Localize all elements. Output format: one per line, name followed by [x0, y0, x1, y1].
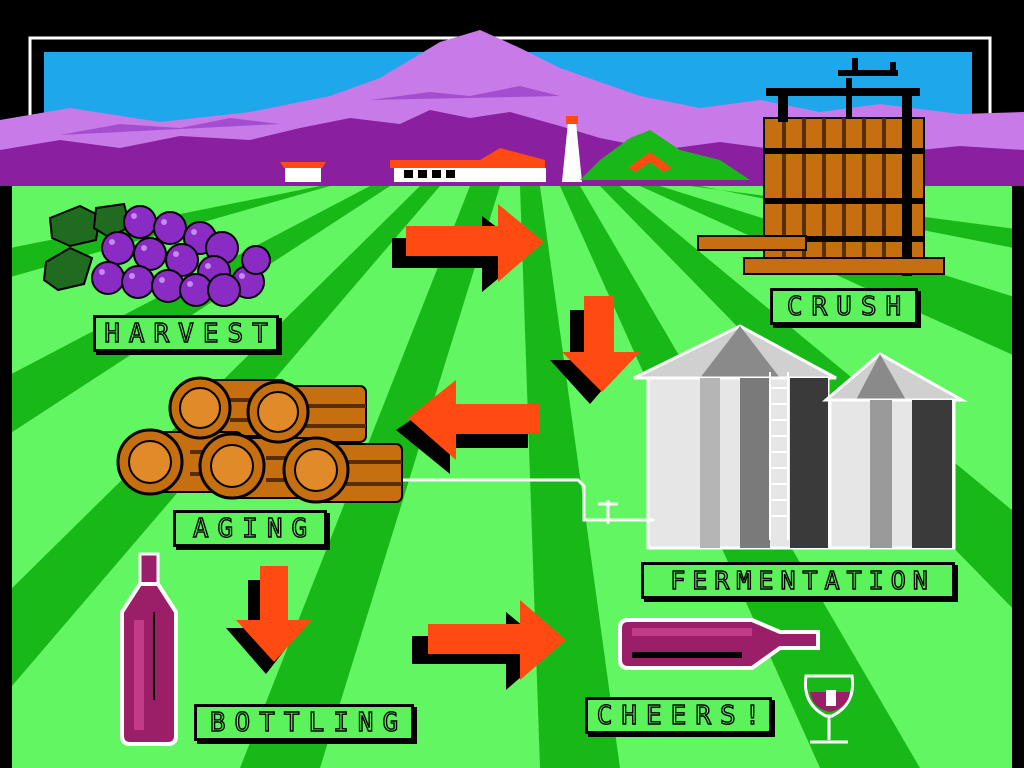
bottling-label: BOTTLING: [194, 704, 414, 741]
farm-buildings: [280, 116, 750, 182]
arrow-left-icon: [396, 380, 540, 474]
fermentation-label: FERMENTATION: [641, 562, 955, 599]
arrow-right-icon: [412, 600, 566, 690]
oak-barrels-icon: [116, 376, 403, 504]
right-border: [1012, 186, 1024, 768]
wine-glass-icon: [803, 674, 855, 744]
wine-bottle-icon: [120, 552, 178, 746]
harvest-label: HARVEST: [93, 315, 279, 352]
cheers-label: CHEERS!: [585, 697, 772, 734]
bottle-lying-icon: [618, 618, 820, 670]
arrow-down-icon: [226, 566, 312, 674]
crush-label: CRUSH: [770, 288, 918, 325]
grapes-icon: [42, 202, 271, 307]
arrow-right-icon: [392, 204, 544, 292]
pipe: [402, 478, 654, 524]
left-border: [0, 186, 12, 768]
fermentation-silos-icon: [633, 324, 968, 550]
aging-label: AGING: [173, 510, 327, 547]
wine-press-icon: [697, 58, 945, 276]
arrow-down-icon: [550, 296, 640, 404]
